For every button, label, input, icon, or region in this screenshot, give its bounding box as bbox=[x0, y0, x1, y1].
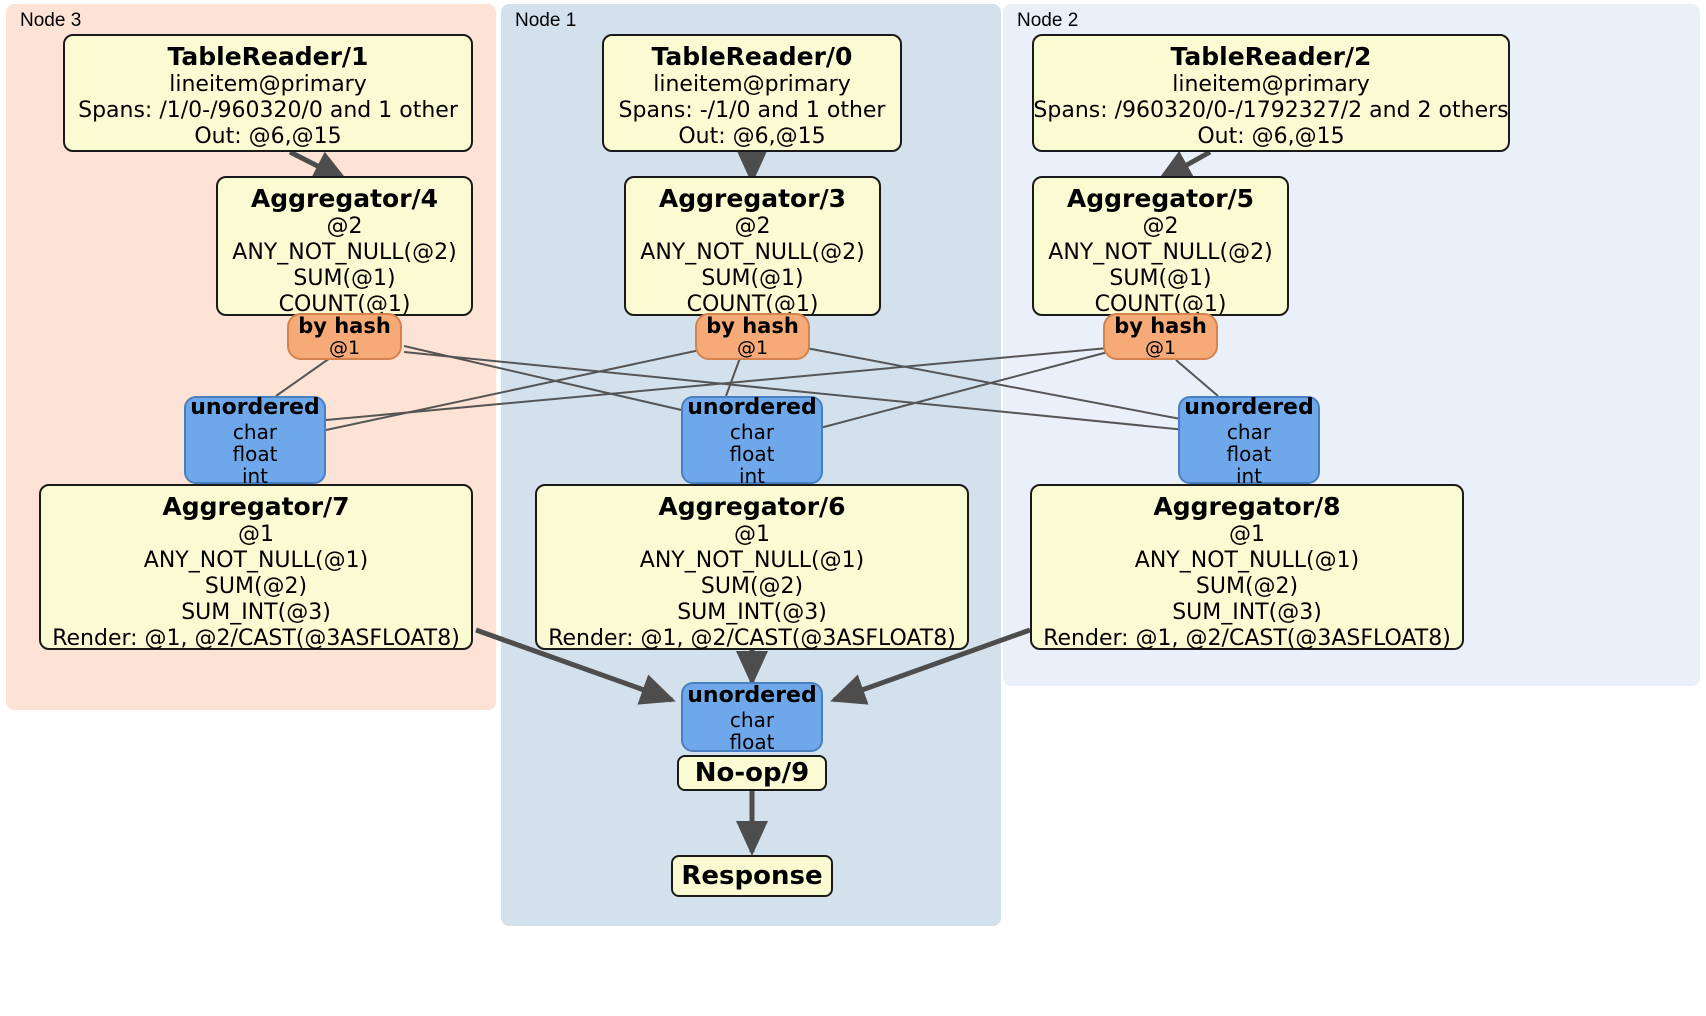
stream-type: int bbox=[241, 463, 269, 488]
processor-title: Aggregator/6 bbox=[658, 492, 846, 521]
processor-table-reader-0[interactable]: TableReader/0 lineitem@primary Spans: -/… bbox=[602, 34, 902, 152]
stream-type: char bbox=[729, 419, 775, 444]
processor-title: TableReader/0 bbox=[651, 42, 853, 71]
processor-aggregator-3[interactable]: Aggregator/3 @2 ANY_NOT_NULL(@2) SUM(@1)… bbox=[624, 176, 881, 317]
router-column: @1 bbox=[1144, 337, 1177, 359]
processor-render-line: Render: @1, @2/CAST(@3ASFLOAT8) bbox=[548, 626, 956, 651]
processor-table-reader-2[interactable]: TableReader/2 lineitem@primary Spans: /9… bbox=[1032, 34, 1510, 152]
processor-line: ANY_NOT_NULL(@2) bbox=[1048, 240, 1273, 265]
processor-table-reader-1[interactable]: TableReader/1 lineitem@primary Spans: /1… bbox=[63, 34, 473, 152]
router-by-hash-right[interactable]: by hash @1 bbox=[1103, 313, 1218, 360]
processor-line: Out: @6,@15 bbox=[194, 124, 342, 149]
router-by-hash-left[interactable]: by hash @1 bbox=[287, 313, 402, 360]
processor-title: Aggregator/4 bbox=[250, 184, 439, 213]
processor-no-op-9[interactable]: No-op/9 bbox=[677, 755, 827, 791]
processor-aggregator-4[interactable]: Aggregator/4 @2 ANY_NOT_NULL(@2) SUM(@1)… bbox=[216, 176, 473, 317]
router-column: @1 bbox=[328, 337, 361, 359]
processor-line: lineitem@primary bbox=[169, 72, 367, 97]
stream-title: unordered bbox=[687, 394, 817, 420]
stream-type: char bbox=[729, 707, 775, 732]
processor-title: Aggregator/8 bbox=[1153, 492, 1341, 521]
router-column: @1 bbox=[736, 337, 769, 359]
processor-line: ANY_NOT_NULL(@1) bbox=[143, 548, 369, 573]
stream-type: float bbox=[232, 441, 278, 466]
router-by-hash-center[interactable]: by hash @1 bbox=[695, 313, 810, 360]
stream-unordered-right[interactable]: unordered char float int bbox=[1178, 394, 1320, 488]
processor-line: Out: @6,@15 bbox=[678, 124, 826, 149]
processor-line: SUM(@1) bbox=[701, 266, 804, 291]
router-title: by hash bbox=[298, 314, 391, 338]
processor-line: COUNT(@1) bbox=[278, 292, 411, 317]
panel-node-2-label: Node 2 bbox=[1017, 10, 1079, 31]
stream-unordered-final[interactable]: unordered char float bbox=[681, 682, 823, 754]
processor-line: ANY_NOT_NULL(@1) bbox=[1134, 548, 1360, 573]
processor-title: Response bbox=[681, 861, 823, 891]
processor-title: No-op/9 bbox=[694, 758, 810, 788]
stream-unordered-center[interactable]: unordered char float int bbox=[681, 394, 823, 488]
processor-line: Spans: /960320/0-/1792327/2 and 2 others bbox=[1033, 98, 1509, 123]
processor-line: SUM(@2) bbox=[204, 574, 308, 599]
processor-title: Aggregator/5 bbox=[1066, 184, 1255, 213]
processor-aggregator-7[interactable]: Aggregator/7 @1 ANY_NOT_NULL(@1) SUM(@2)… bbox=[39, 484, 473, 651]
processor-line: SUM(@1) bbox=[293, 266, 396, 291]
processor-title: TableReader/1 bbox=[167, 42, 369, 71]
stream-type: char bbox=[1226, 419, 1272, 444]
processor-response[interactable]: Response bbox=[671, 855, 833, 897]
router-title: by hash bbox=[1114, 314, 1207, 338]
processor-line: lineitem@primary bbox=[653, 72, 851, 97]
processor-line: SUM(@2) bbox=[1195, 574, 1299, 599]
processor-line: SUM_INT(@3) bbox=[1172, 600, 1322, 625]
processor-aggregator-8[interactable]: Aggregator/8 @1 ANY_NOT_NULL(@1) SUM(@2)… bbox=[1030, 484, 1464, 651]
processor-line: SUM(@2) bbox=[700, 574, 804, 599]
processor-line: COUNT(@1) bbox=[686, 292, 819, 317]
processor-line: SUM_INT(@3) bbox=[677, 600, 827, 625]
stream-unordered-left[interactable]: unordered char float int bbox=[184, 394, 326, 488]
stream-type: float bbox=[729, 729, 775, 754]
processor-title: Aggregator/7 bbox=[162, 492, 350, 521]
stream-type: char bbox=[232, 419, 278, 444]
stream-type: int bbox=[1235, 463, 1263, 488]
stream-type: float bbox=[1226, 441, 1272, 466]
processor-line: Out: @6,@15 bbox=[1197, 124, 1345, 149]
stream-title: unordered bbox=[687, 682, 817, 708]
panel-node-3-label: Node 3 bbox=[20, 10, 82, 31]
stream-type: float bbox=[729, 441, 775, 466]
processor-line: ANY_NOT_NULL(@2) bbox=[640, 240, 865, 265]
panel-node-1-label: Node 1 bbox=[515, 10, 577, 31]
processor-title: TableReader/2 bbox=[1170, 42, 1372, 71]
processor-line: @2 bbox=[734, 214, 771, 239]
processor-line: SUM(@1) bbox=[1109, 266, 1212, 291]
processor-line: Spans: /1/0-/960320/0 and 1 other bbox=[78, 98, 458, 123]
processor-line: SUM_INT(@3) bbox=[181, 600, 331, 625]
processor-line: ANY_NOT_NULL(@1) bbox=[639, 548, 865, 573]
processor-line: COUNT(@1) bbox=[1094, 292, 1227, 317]
processor-aggregator-6[interactable]: Aggregator/6 @1 ANY_NOT_NULL(@1) SUM(@2)… bbox=[535, 484, 969, 651]
processor-line: lineitem@primary bbox=[1172, 72, 1370, 97]
processor-render-line: Render: @1, @2/CAST(@3ASFLOAT8) bbox=[52, 626, 460, 651]
stream-type: int bbox=[738, 463, 766, 488]
processor-line: Spans: -/1/0 and 1 other bbox=[618, 98, 886, 123]
stream-title: unordered bbox=[190, 394, 320, 420]
processor-line: ANY_NOT_NULL(@2) bbox=[232, 240, 457, 265]
processor-line: @1 bbox=[734, 522, 770, 547]
stream-title: unordered bbox=[1184, 394, 1314, 420]
processor-line: @2 bbox=[1142, 214, 1179, 239]
processor-line: @1 bbox=[238, 522, 274, 547]
processor-line: @1 bbox=[1229, 522, 1265, 547]
processor-line: @2 bbox=[326, 214, 363, 239]
router-title: by hash bbox=[706, 314, 799, 338]
processor-render-line: Render: @1, @2/CAST(@3ASFLOAT8) bbox=[1043, 626, 1451, 651]
processor-aggregator-5[interactable]: Aggregator/5 @2 ANY_NOT_NULL(@2) SUM(@1)… bbox=[1032, 176, 1289, 317]
processor-title: Aggregator/3 bbox=[658, 184, 847, 213]
